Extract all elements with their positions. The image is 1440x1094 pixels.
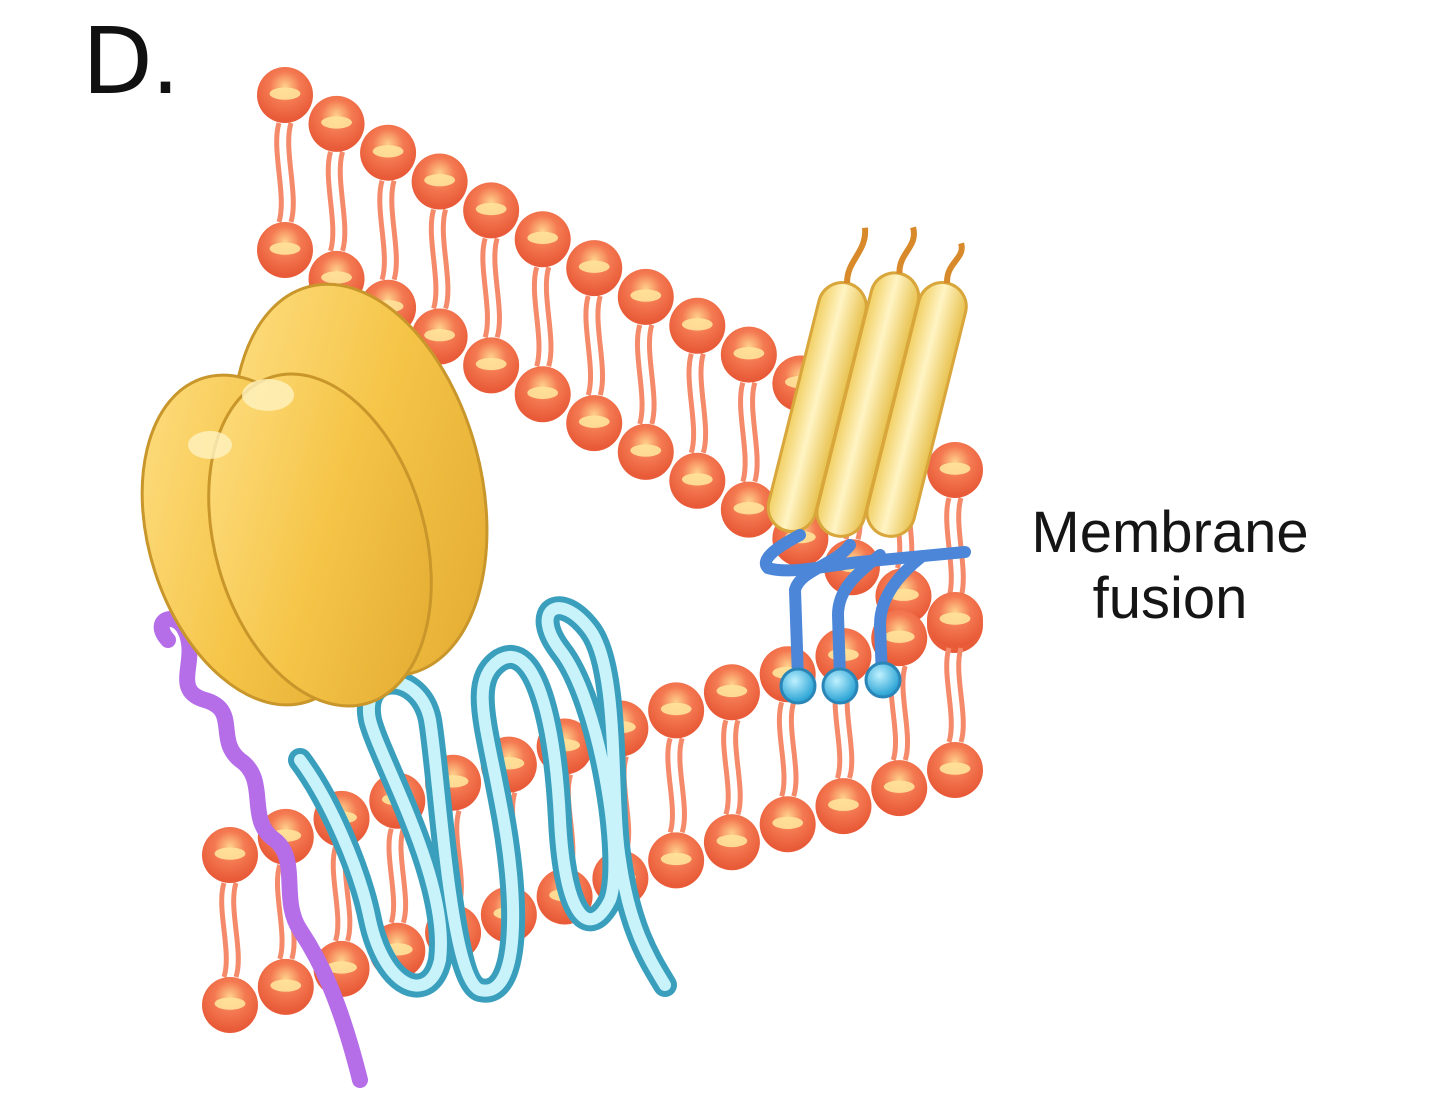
lipid-tail (325, 151, 348, 252)
lipid-head-highlight (716, 684, 748, 698)
lipid-head-highlight (681, 473, 713, 486)
lipid-head-highlight (269, 87, 301, 100)
lipid-head-highlight (578, 260, 610, 273)
blue-anchor-proteins (760, 529, 971, 684)
lipid-tail (721, 719, 743, 816)
lipid-head-highlight (424, 173, 456, 187)
lipid-head-highlight (321, 116, 352, 129)
lipid-tail (634, 324, 657, 425)
lipid-head-highlight (630, 444, 662, 457)
lipid-head-highlight (681, 318, 713, 331)
lipid-tail (386, 827, 409, 924)
lipid-head-highlight (214, 997, 246, 1010)
lipid-head-highlight (883, 630, 915, 643)
lipid-head-highlight (214, 847, 246, 860)
anchor-balls (779, 661, 902, 705)
lipid-tail (665, 737, 687, 834)
lipid-head-highlight (578, 415, 610, 428)
caption-line-1: Membrane (1031, 500, 1309, 565)
lipid-tail (274, 122, 296, 223)
lipid-tail (480, 237, 502, 339)
lipid-tail (776, 701, 799, 798)
lipid-head-highlight (475, 357, 507, 371)
lipid-tail (428, 208, 451, 310)
lipid-head-highlight (269, 242, 301, 255)
yellow-rod-proteins (766, 226, 968, 538)
caption-membrane-fusion: Membrane fusion (1000, 500, 1340, 632)
lipid-head-highlight (630, 289, 662, 302)
lipid-head-highlight (733, 502, 765, 515)
lipid-tail (531, 266, 554, 367)
lipid-head-highlight (270, 979, 302, 992)
lipid-head-highlight (372, 145, 404, 158)
lipid-head-highlight (660, 852, 692, 866)
lipid-head-highlight (883, 780, 915, 793)
caption-line-2: fusion (1092, 566, 1248, 631)
lipid-head-highlight (939, 462, 971, 475)
lipid-tail (686, 353, 709, 454)
lipid-head-highlight (475, 202, 507, 216)
lipid-tail (583, 295, 606, 396)
lipid-head-highlight (660, 702, 692, 716)
lipid-tail (377, 179, 399, 281)
lipid-head-highlight (326, 961, 357, 974)
panel-letter: D. (82, 8, 180, 115)
cyan-coiled-helix (288, 596, 677, 1003)
lipid-tail (219, 882, 241, 978)
lipid-head-highlight (424, 328, 456, 342)
lipid-tail (738, 381, 760, 483)
lipid-head-highlight (939, 612, 971, 625)
lipid-head-highlight (939, 762, 971, 775)
lipid-head-highlight (321, 271, 352, 284)
gold-protein-complex (140, 282, 489, 708)
lipid-head-highlight (527, 386, 559, 399)
lipid-head-highlight (733, 347, 765, 360)
lipid-head-highlight (772, 816, 804, 829)
lipid-tail (944, 647, 966, 743)
lipid-head-highlight (527, 231, 559, 244)
lipid-head-highlight (716, 834, 748, 848)
lipid-head-highlight (828, 798, 859, 811)
